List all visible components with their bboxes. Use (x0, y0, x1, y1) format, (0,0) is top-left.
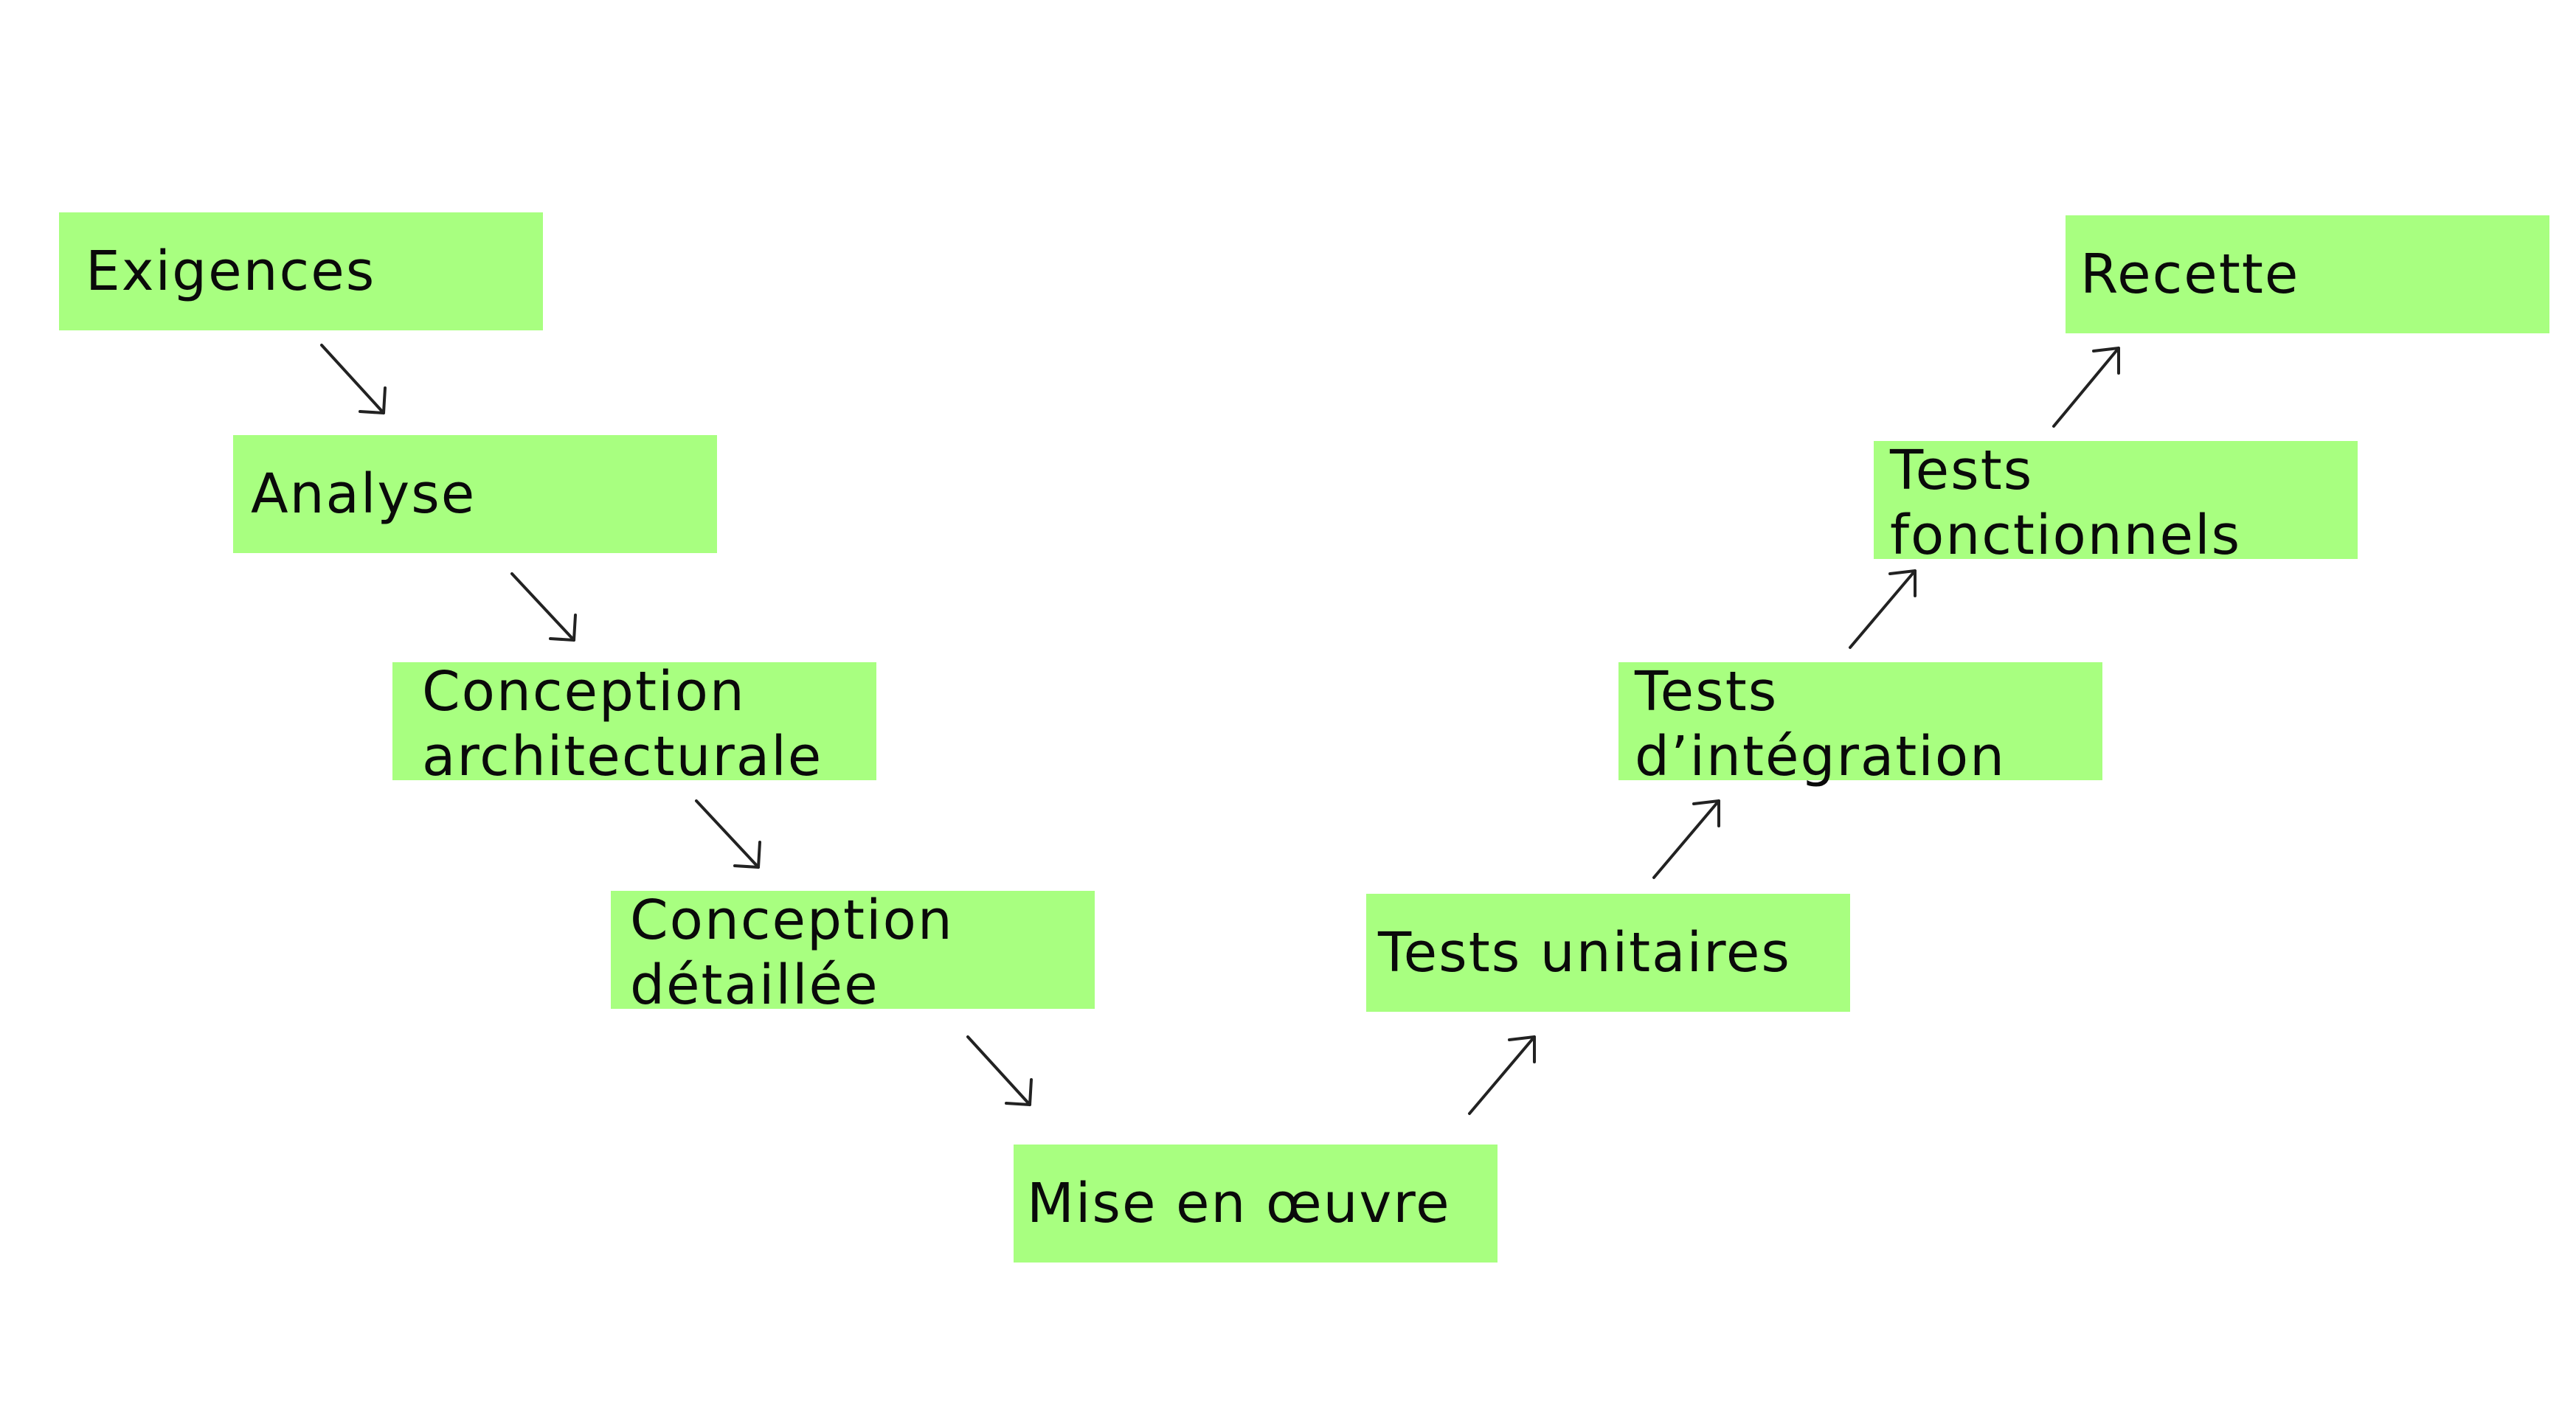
box-tests-unitaires: Tests unitaires (1366, 894, 1850, 1012)
box-analyse-label: Analyse (251, 462, 477, 526)
box-tests-unitaires-label: Tests unitaires (1378, 921, 1791, 984)
arrow-fonctionnels-to-recette (2052, 347, 2120, 428)
arrow-tests-unitaires-to-integration (1652, 799, 1720, 879)
box-tests-integration: Tests d’intégration (1618, 660, 2102, 788)
box-tests-fonctionnels: Tests fonctionnels (1874, 439, 2358, 567)
box-conception-architecturale-label: Conception architecturale (422, 660, 823, 788)
arrow-mise-en-oeuvre-to-tests-unitaires (1468, 1035, 1536, 1115)
box-tests-integration-label: Tests d’intégration (1635, 660, 2006, 788)
arrow-exigences-to-analyse (320, 344, 387, 414)
box-recette: Recette (2066, 215, 2549, 333)
box-analyse: Analyse (233, 435, 717, 553)
box-recette-label: Recette (2080, 243, 2300, 306)
box-mise-en-oeuvre-label: Mise en œuvre (1027, 1172, 1451, 1235)
arrow-detaillee-to-mise-en-oeuvre (966, 1035, 1033, 1106)
arrow-analyse-to-conception-architecturale (510, 572, 577, 642)
box-conception-detaillee: Conception détaillée (611, 889, 1095, 1017)
box-conception-architecturale: Conception architecturale (392, 660, 876, 788)
arrow-architecturale-to-detaillee (695, 799, 761, 869)
box-tests-fonctionnels-label: Tests fonctionnels (1890, 439, 2242, 567)
box-exigences: Exigences (59, 212, 543, 330)
box-exigences-label: Exigences (86, 240, 376, 303)
box-conception-detaillee-label: Conception détaillée (630, 889, 954, 1017)
arrow-integration-to-fonctionnels (1849, 569, 1917, 649)
box-mise-en-oeuvre: Mise en œuvre (1014, 1145, 1498, 1263)
